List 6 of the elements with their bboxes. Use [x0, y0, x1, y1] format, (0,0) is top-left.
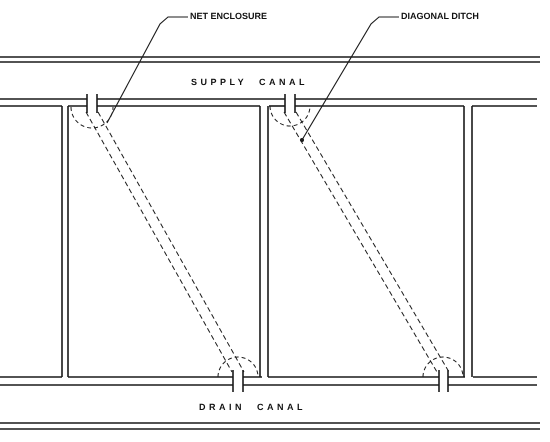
canal-label: SUPPLY CANAL — [191, 77, 308, 88]
leader-line — [300, 16, 399, 142]
callout-label: DIAGONAL DITCH — [401, 11, 480, 22]
leader-line — [106, 16, 188, 124]
canal-label: DRAIN CANAL — [199, 402, 306, 413]
callout-label: NET ENCLOSURE — [190, 11, 268, 22]
